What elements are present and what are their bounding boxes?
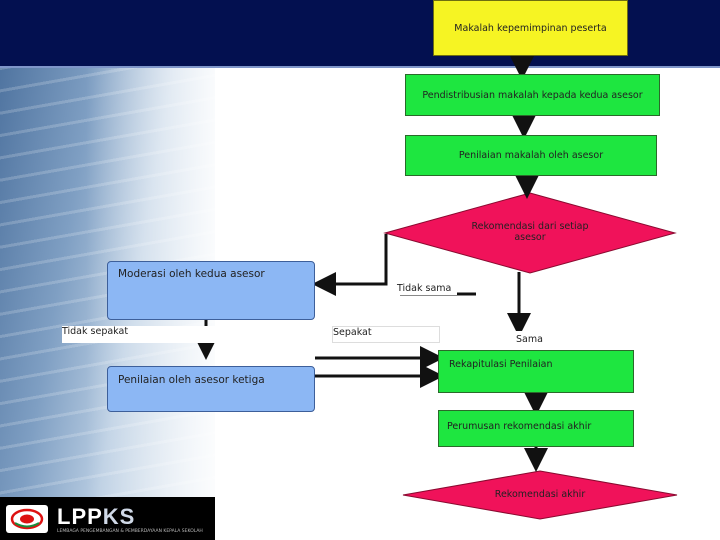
decision-diamond-rekomendasi [383, 192, 677, 274]
decision-diamond-akhir [402, 470, 678, 520]
node-moderasi: Moderasi oleh kedua asesor [107, 261, 315, 320]
node-perumusan: Perumusan rekomendasi akhir [438, 410, 634, 447]
logo-subtitle: LEMBAGA PENGEMBANGAN & PEMBERDAYAAN KEPA… [57, 529, 203, 534]
node-penilaian-makalah: Penilaian makalah oleh asesor [405, 135, 657, 176]
lppks-emblem-icon [6, 505, 48, 533]
arrow-rekomendasi-to-moderasi [312, 234, 388, 296]
label-tidak-sama: Tidak sama [397, 283, 457, 295]
node-penilaian-ketiga: Penilaian oleh asesor ketiga [107, 366, 315, 412]
logo-title: LPPKS [57, 504, 136, 529]
lppks-logo: LPPKS LEMBAGA PENGEMBANGAN & PEMBERDAYAA… [0, 497, 215, 540]
node-rekomendasi-setiap: Rekomendasi dari setiap asesor [471, 221, 589, 243]
label-tidak-sepakat: Tidak sepakat [62, 326, 222, 343]
label-sepakat: Sepakat [332, 326, 440, 343]
node-makalah: Makalah kepemimpinan peserta [433, 0, 628, 56]
node-rekomendasi-akhir: Rekomendasi akhir [494, 489, 586, 500]
label-sama: Sama [496, 331, 576, 348]
node-rekapitulasi: Rekapitulasi Penilaian [438, 350, 634, 393]
node-pendistribusian: Pendistribusian makalah kepada kedua ase… [405, 74, 660, 116]
